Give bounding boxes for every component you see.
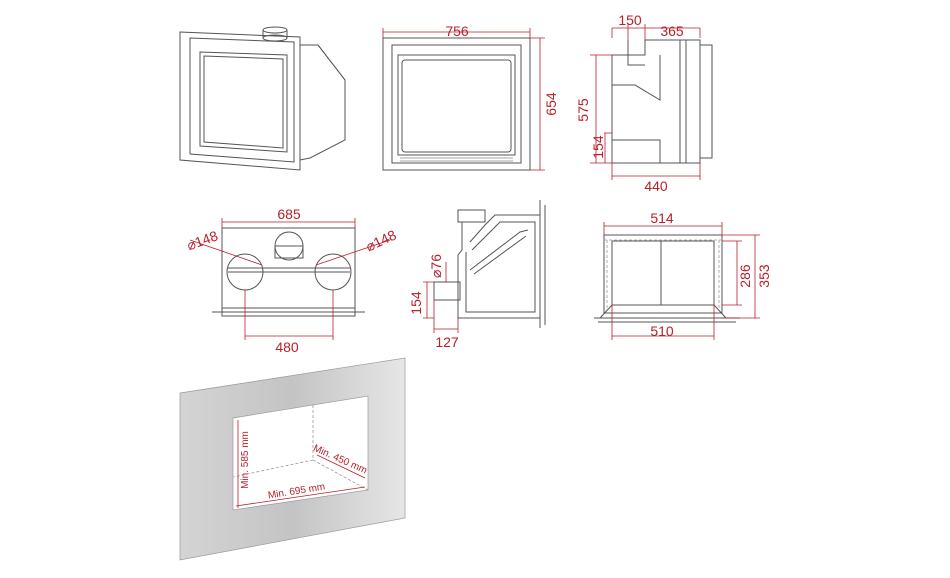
back-outer-height-label: 353 [756,264,772,288]
back-outer-width-label: 514 [650,210,674,226]
top-view: 685 ⌀148 ⌀148 480 [185,206,399,355]
side-base-label: 154 [590,135,606,159]
back-inner-width-label: 510 [650,323,674,339]
front-view: 756 654 [382,23,559,171]
back-view: 514 510 286 353 [594,210,772,340]
top-width-label: 685 [277,206,301,222]
side-view: 150 365 575 154 440 [575,12,713,194]
top-left-diameter-label: ⌀148 [185,227,221,253]
perspective-view [179,26,346,171]
side-height-label: 575 [575,98,591,122]
side-depth-label: 440 [644,178,668,194]
section-air-diameter-label: ⌀76 [428,254,444,278]
wall-niche-view: Min. 585 mm Min. 695 mm Min. 450 mm [179,357,406,561]
section-air-depth-label: 127 [435,334,459,350]
back-inner-height-label: 286 [737,264,753,288]
side-flue-offset-label: 150 [618,12,642,28]
niche-height-label: Min. 585 mm [240,431,251,489]
front-width-label: 756 [445,23,469,39]
section-air-height-label: 154 [408,291,424,315]
side-top-depth-label: 365 [660,23,684,39]
front-height-label: 654 [543,92,559,116]
top-right-diameter-label: ⌀148 [363,226,399,254]
top-spacing-label: 480 [275,339,299,355]
section-view: ⌀76 154 127 [408,200,546,350]
